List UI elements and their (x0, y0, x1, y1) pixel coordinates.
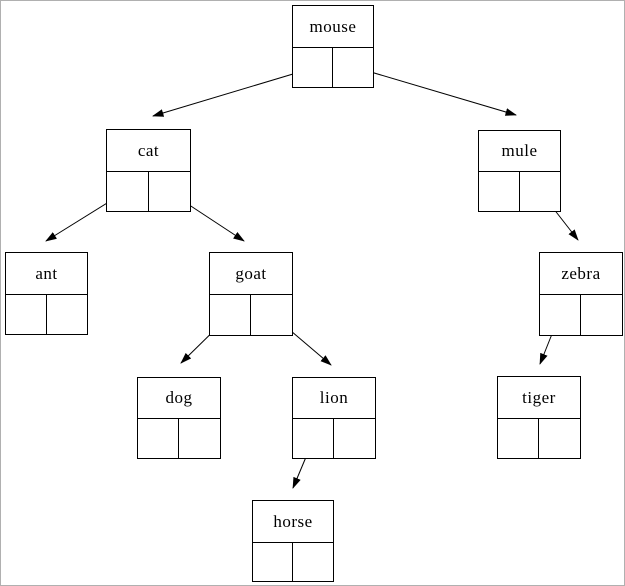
node-left-pointer-cell (293, 419, 334, 458)
tree-node-ant: ant (5, 252, 88, 335)
node-left-pointer-cell (253, 543, 293, 581)
node-pointer-cells (293, 48, 373, 87)
node-pointer-cells (6, 295, 87, 334)
node-left-pointer-cell (540, 295, 581, 335)
node-right-pointer-cell (334, 419, 375, 458)
node-pointer-cells (253, 543, 333, 581)
edge-arrow-mouse-to-mule (353, 66, 517, 116)
node-pointer-cells (540, 295, 622, 335)
tree-node-zebra: zebra (539, 252, 623, 336)
node-pointer-cells (479, 172, 560, 211)
tree-node-goat: goat (209, 252, 293, 336)
node-pointer-cells (293, 419, 375, 458)
node-left-pointer-cell (210, 295, 251, 335)
node-left-pointer-cell (479, 172, 520, 211)
node-label: zebra (540, 253, 622, 295)
node-pointer-cells (210, 295, 292, 335)
node-label: cat (107, 130, 190, 172)
tree-node-mule: mule (478, 130, 561, 212)
tree-node-horse: horse (252, 500, 334, 582)
node-right-pointer-cell (179, 419, 220, 458)
node-right-pointer-cell (47, 295, 88, 334)
node-label: goat (210, 253, 292, 295)
tree-node-tiger: tiger (497, 376, 581, 459)
node-label: dog (138, 378, 220, 419)
tree-node-cat: cat (106, 129, 191, 212)
node-left-pointer-cell (6, 295, 47, 334)
node-label: mule (479, 131, 560, 172)
node-label: tiger (498, 377, 580, 419)
node-right-pointer-cell (539, 419, 580, 458)
node-right-pointer-cell (149, 172, 191, 211)
node-left-pointer-cell (138, 419, 179, 458)
edge-arrow-mouse-to-cat (152, 67, 314, 117)
node-label: horse (253, 501, 333, 543)
tree-node-mouse: mouse (292, 5, 374, 88)
node-left-pointer-cell (293, 48, 333, 87)
node-left-pointer-cell (107, 172, 149, 211)
tree-node-lion: lion (292, 377, 376, 459)
node-pointer-cells (138, 419, 220, 458)
node-label: ant (6, 253, 87, 295)
tree-node-dog: dog (137, 377, 221, 459)
node-right-pointer-cell (293, 543, 333, 581)
node-label: mouse (293, 6, 373, 48)
node-label: lion (293, 378, 375, 419)
node-right-pointer-cell (251, 295, 292, 335)
node-right-pointer-cell (333, 48, 373, 87)
node-pointer-cells (498, 419, 580, 458)
node-right-pointer-cell (520, 172, 561, 211)
node-left-pointer-cell (498, 419, 539, 458)
node-pointer-cells (107, 172, 190, 211)
node-right-pointer-cell (581, 295, 622, 335)
